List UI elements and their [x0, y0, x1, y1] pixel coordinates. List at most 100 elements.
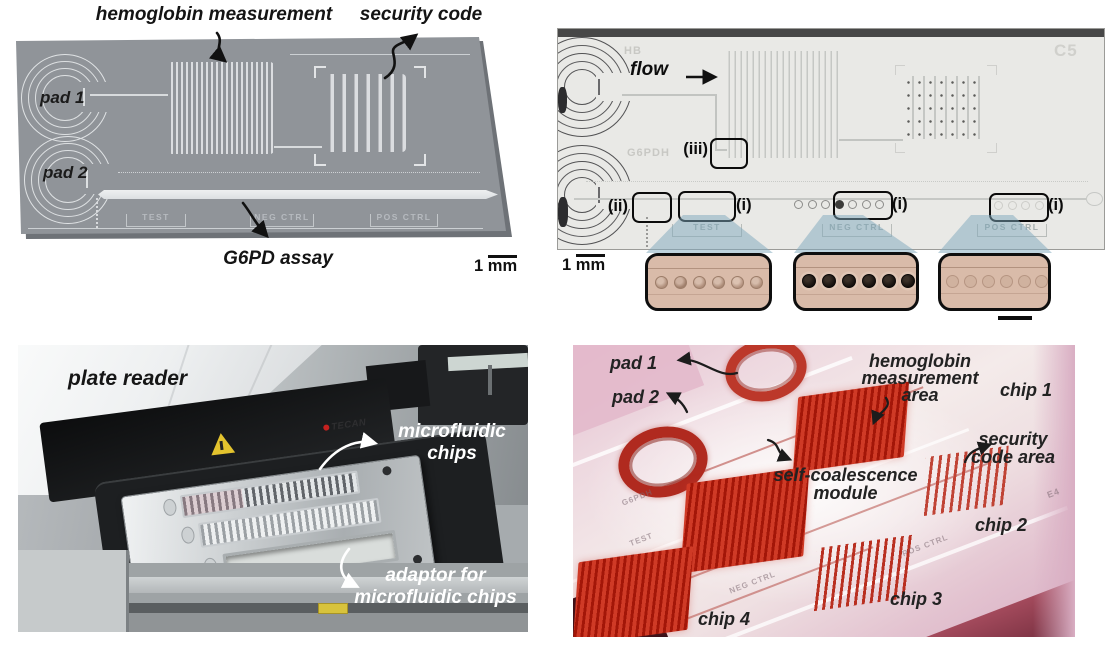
assay-spot — [674, 276, 687, 289]
annotation-line: adaptor for — [385, 565, 486, 586]
brand-dot-icon — [322, 424, 330, 431]
scale-unit: mm — [575, 254, 606, 274]
annotation-plate-reader: plate reader — [68, 367, 188, 390]
zone-neg-ctrl-box: NEG CTRL — [822, 222, 892, 237]
pad2-etch-label: G6PDH — [627, 147, 670, 159]
roi-label-i-neg: (i) — [892, 195, 908, 213]
panel-assembled-chips: G6PDH TEST NEG CTRL POS CTRL E4 pad 1 pa… — [573, 345, 1075, 637]
chip3-label: chip 3 — [890, 589, 943, 609]
chip-row-tint — [182, 488, 245, 516]
brand-logo-text: TECAN — [330, 417, 367, 433]
droplet — [861, 200, 871, 209]
flow-label: flow — [630, 59, 668, 80]
chip4-label: chip 4 — [698, 609, 751, 629]
annotation-line: measurement — [861, 368, 979, 388]
annotation-line: security — [978, 429, 1048, 449]
droplet — [1021, 201, 1030, 210]
screw — [381, 465, 393, 476]
droplet-row-neg — [794, 200, 889, 218]
connector-channel — [839, 139, 903, 141]
annotation-line: microfluidic — [398, 421, 506, 442]
chip-body: pad 1 pad 2 — [16, 37, 506, 234]
edge-line — [28, 228, 483, 229]
corner-bracket — [895, 65, 905, 75]
roi-box-i-neg — [833, 191, 893, 220]
panel-chip-micrograph: HB G6PDH C5 flow TEST NEG CTRL — [557, 28, 1105, 250]
ring-tick — [598, 79, 600, 95]
scale-bar-design: 1 mm — [474, 254, 518, 276]
inset-neg-ctrl — [793, 252, 919, 311]
cabinet-gap — [126, 550, 129, 632]
photo-top-band — [558, 29, 1104, 37]
droplet-filled — [834, 200, 844, 209]
yellow-sticker — [318, 603, 348, 614]
annotation-security-code: security code — [359, 4, 483, 25]
flow-channel — [715, 94, 717, 151]
annotation-g6pd-assay: G6PD assay — [223, 248, 333, 269]
bench-lower — [18, 613, 528, 632]
droplet — [848, 200, 857, 209]
zone-test-box: TEST — [672, 222, 742, 237]
droplet — [807, 200, 817, 209]
corner-bracket — [987, 143, 997, 153]
inset-pos-ctrl — [938, 253, 1051, 311]
scale-value: 1 — [474, 257, 484, 275]
hemoglobin-serpentine — [168, 62, 274, 154]
chip1-label: chip 1 — [1000, 380, 1053, 400]
annotation-security-code-area: security code area — [948, 430, 1075, 466]
corner-bracket — [314, 66, 326, 78]
assay-spot-dark — [882, 274, 896, 288]
annotation-hemoglobin-measurement: hemoglobin measurement — [95, 4, 333, 25]
assay-spot-faint — [1000, 275, 1013, 288]
assay-spot — [731, 276, 744, 289]
flow-channel — [622, 94, 716, 96]
ink-smudge — [558, 197, 568, 227]
ring-tick — [86, 170, 88, 188]
inset-channel-line — [941, 267, 1048, 268]
assay-spot-faint — [946, 275, 959, 288]
roi-box-i-test — [678, 191, 736, 222]
zone-neg-ctrl-label: NEG CTRL — [254, 212, 310, 222]
roi-box-iii — [710, 138, 748, 169]
assay-channel — [98, 190, 498, 199]
ring-opening — [596, 73, 632, 101]
roi-box-i-pos — [989, 193, 1049, 222]
zone-test-box: TEST — [126, 212, 186, 227]
roi-label-iii: (iii) — [683, 140, 708, 158]
dotted-mark — [96, 198, 98, 228]
pad2-label: pad 2 — [43, 163, 88, 182]
edge-line — [290, 54, 470, 55]
connector-channel — [274, 146, 326, 148]
right-edge-shade — [1033, 345, 1075, 637]
flow-channel — [715, 149, 727, 151]
droplet — [1007, 201, 1017, 210]
annotation-self-coalescence: self-coalescence module — [768, 466, 923, 502]
ink-smudge — [558, 87, 567, 113]
assay-spot — [655, 276, 668, 289]
inlet-pad-1-rings — [21, 54, 111, 142]
corner-bracket — [414, 66, 426, 78]
zone-pos-ctrl-box: POS CTRL — [977, 222, 1047, 237]
assay-spot — [712, 276, 725, 289]
dotted-guide-line — [118, 172, 480, 173]
cabinet — [18, 550, 128, 632]
security-code-serpentine — [903, 76, 983, 139]
annotation-microfluidic-chips: microfluidic chips — [378, 421, 526, 466]
chip-id-etch-label: C5 — [1054, 41, 1078, 60]
assay-spot-faint — [982, 275, 995, 288]
corner-bracket — [987, 65, 997, 75]
ring-tick — [598, 187, 600, 203]
annotation-hemoglobin-area: hemoglobin measurement area — [860, 352, 980, 404]
annotation-adaptor: adaptor for microfluidic chips — [343, 565, 528, 610]
pad2-label: pad 2 — [612, 387, 660, 407]
zone-pos-ctrl-label: POS CTRL — [984, 222, 1040, 232]
slot-notch — [180, 525, 196, 545]
annotation-line: chips — [427, 443, 477, 465]
assay-channel — [574, 198, 1086, 200]
ring-tick — [83, 88, 85, 106]
corner-bracket — [414, 154, 426, 166]
annotation-line: code area — [970, 447, 1056, 467]
slot-notch — [162, 498, 178, 517]
security-serpentine — [322, 74, 406, 152]
roi-label-i-pos: (i) — [1048, 196, 1064, 214]
